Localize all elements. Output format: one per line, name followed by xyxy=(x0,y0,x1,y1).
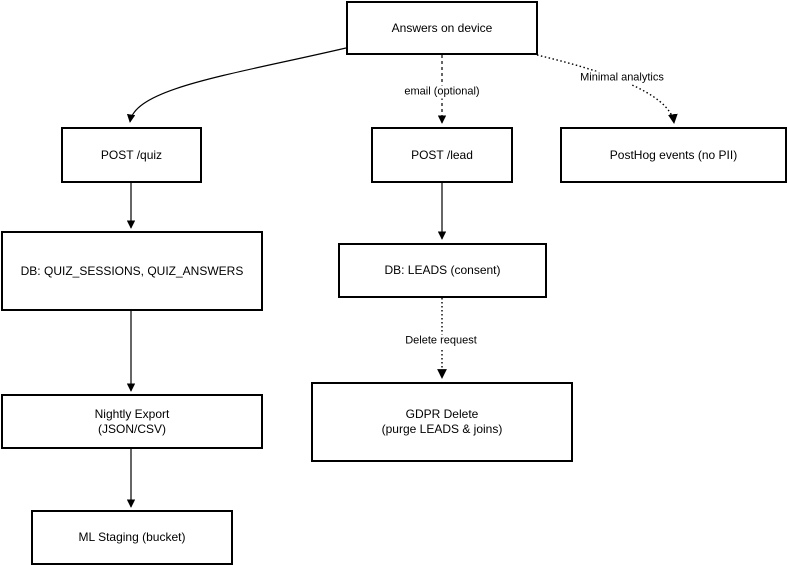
node-nightly-export: Nightly Export (JSON/CSV) xyxy=(1,394,263,449)
edge-label-minimal-analytics: Minimal analytics xyxy=(578,71,666,85)
node-posthog-events: PostHog events (no PII) xyxy=(560,127,787,183)
edge-answers-to-post-quiz xyxy=(126,47,347,123)
edge-label-delete-request: Delete request xyxy=(403,334,479,348)
node-db-quiz-sessions: DB: QUIZ_SESSIONS, QUIZ_ANSWERS xyxy=(1,231,263,311)
node-answers-on-device: Answers on device xyxy=(346,1,538,55)
edge-answers-to-posthog xyxy=(536,54,678,124)
edge-label-email-optional: email (optional) xyxy=(402,85,482,99)
node-gdpr-delete: GDPR Delete (purge LEADS & joins) xyxy=(311,382,573,462)
node-ml-staging: ML Staging (bucket) xyxy=(31,510,233,565)
node-db-leads: DB: LEADS (consent) xyxy=(338,243,547,298)
node-post-lead: POST /lead xyxy=(371,127,513,183)
node-post-quiz: POST /quiz xyxy=(61,127,202,183)
